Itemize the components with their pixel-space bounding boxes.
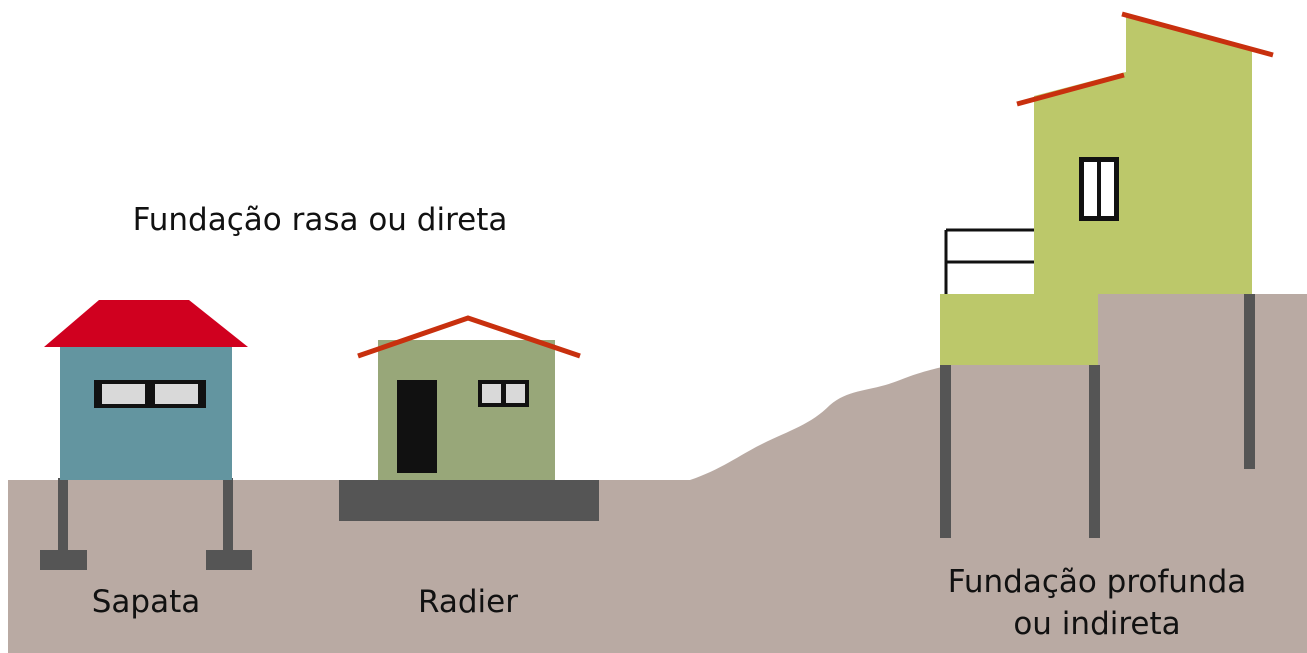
pile — [1244, 294, 1255, 469]
door — [397, 380, 437, 473]
deep-foundation-label-line2: ou indireta — [1013, 606, 1180, 642]
deep-window — [1079, 157, 1119, 221]
deep-foundation-label-line1: Fundação profunda — [948, 564, 1247, 600]
shallow-foundation-title: Fundação rasa ou direta — [133, 202, 508, 238]
radier-label: Radier — [418, 584, 518, 620]
sapata-roof — [44, 300, 248, 347]
deep-lower-roof — [1016, 72, 1125, 107]
sapata-footing-left — [40, 550, 87, 570]
sapata-footing-right — [206, 550, 252, 570]
sapata-window — [94, 380, 206, 408]
sapata-house-wall — [60, 346, 232, 480]
deep-foundation-house — [940, 11, 1274, 538]
radier-window — [478, 380, 529, 407]
pile — [940, 365, 951, 538]
balcony-railing — [944, 228, 1034, 294]
deep-house-base — [940, 294, 1098, 365]
radier-roof — [357, 315, 581, 359]
pile — [1089, 365, 1100, 538]
radier-slab — [339, 480, 599, 521]
ground — [8, 294, 1307, 653]
sapata-column-right — [223, 478, 233, 553]
sapata-column-left — [58, 478, 68, 553]
sapata-house — [40, 300, 252, 570]
deep-upper-roof — [1121, 11, 1274, 58]
radier-house — [339, 315, 599, 521]
sapata-label: Sapata — [92, 584, 201, 620]
deep-house-upper-wall — [1126, 14, 1252, 294]
